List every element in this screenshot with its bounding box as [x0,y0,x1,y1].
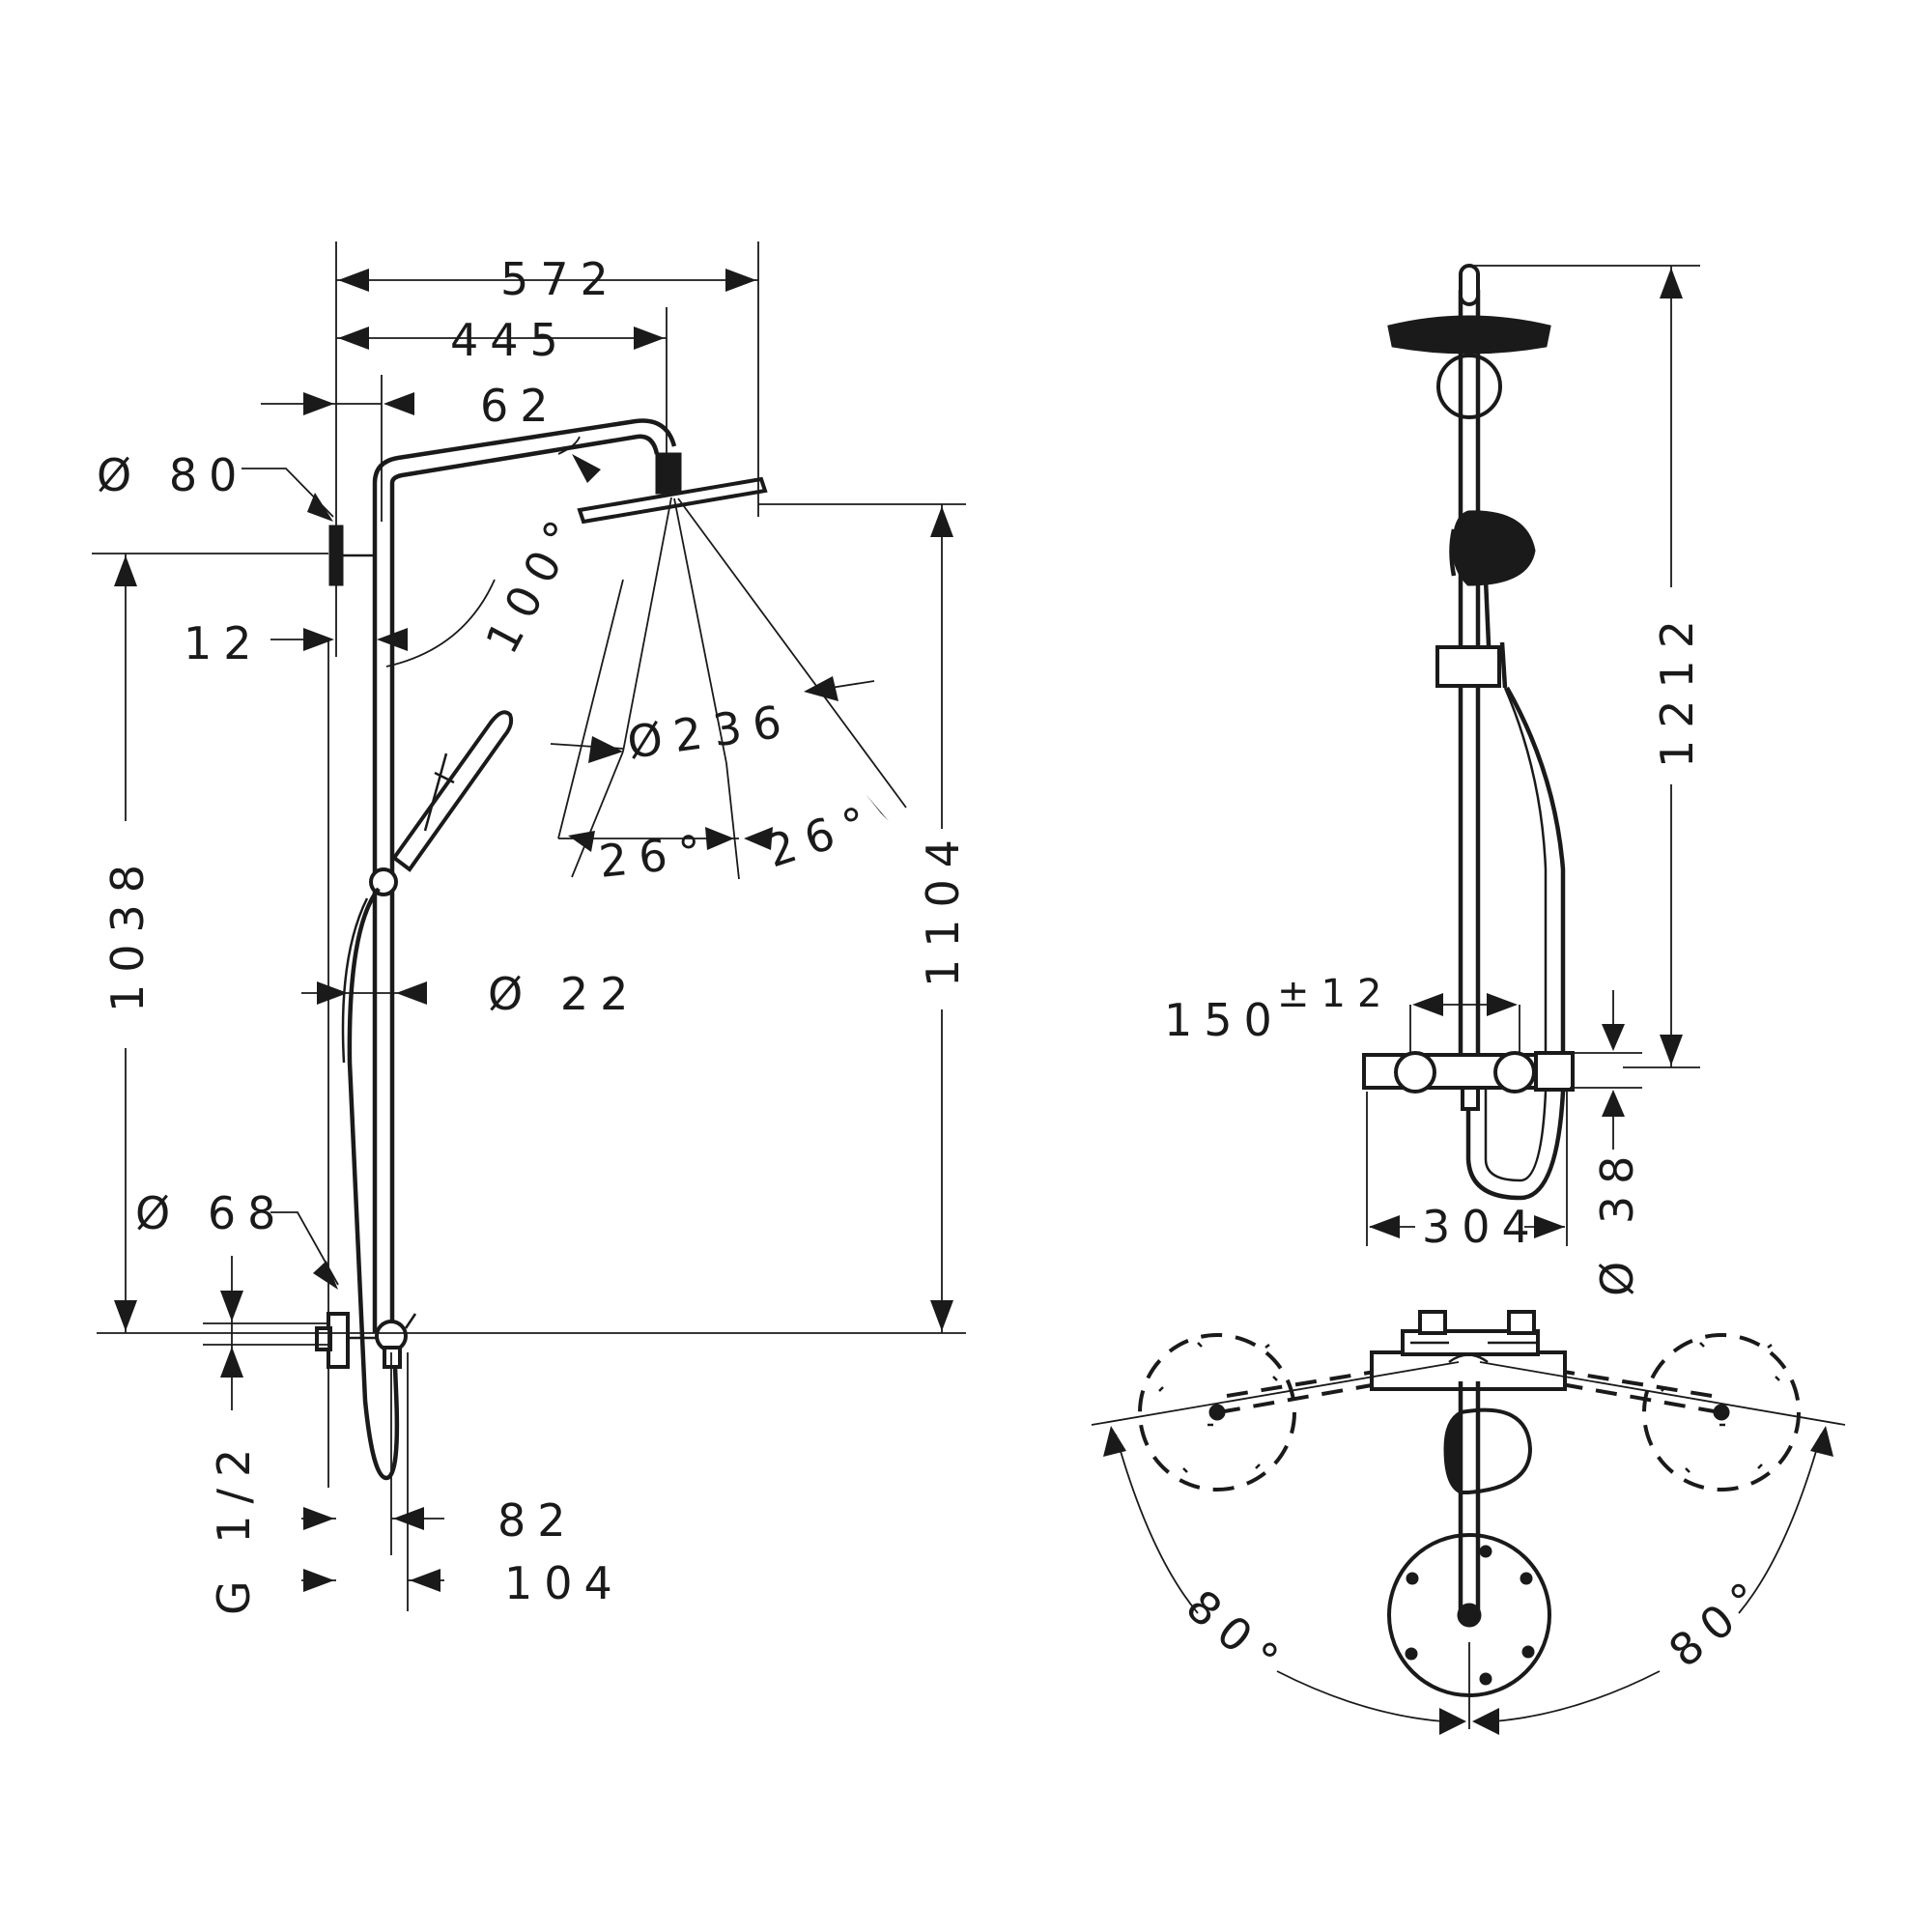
rotated-head-left [1138,1333,1296,1492]
spray-lines [622,497,907,809]
front-arm-ring [1436,354,1502,419]
arrowheads-side [114,269,953,1592]
dim-304: 304 [1422,1201,1542,1253]
dim-pm12: ±12 [1277,972,1393,1016]
top-mixer-body [1370,1350,1567,1391]
top-view [1138,1310,1801,1697]
dim-445: 445 [450,314,570,366]
front-handle-right [1493,1051,1536,1094]
dimension-lines-side [92,242,966,1611]
dim-1104: 1104 [917,828,969,987]
side-view [315,418,907,1481]
front-slider [1435,645,1501,688]
dim-1212: 1212 [1651,609,1703,768]
dim-572: 572 [500,253,620,305]
rotated-head-right [1642,1333,1801,1492]
dim-12: 12 [184,617,264,669]
dim-phi-80: Ø 80 [97,449,248,501]
dim-phi-236: Ø236 [624,694,796,768]
dim-g-1-2: G 1/2 [208,1437,260,1615]
front-hand-shower [1452,510,1536,586]
front-view [1362,264,1575,1201]
dim-26-left: 26° [597,824,716,888]
dimension-labels-front: 1212 150 ±12 304 Ø 38 [1164,609,1703,1296]
front-handle-left [1394,1051,1436,1094]
arrowheads-front [1369,268,1683,1238]
dim-phi-38: Ø 38 [1591,1145,1643,1296]
dimension-labels-side: 572 445 62 Ø 80 12 100° Ø236 26° 26° 103… [97,253,969,1615]
hose [347,887,400,1481]
dim-phi-22: Ø 22 [488,968,639,1020]
dim-104: 104 [504,1557,624,1609]
dimension-lines-front [1366,265,1700,1246]
hand-shower [391,710,514,872]
front-hose [1465,686,1566,1201]
overhead-shower-head [577,476,768,525]
dim-150: 150 [1164,994,1284,1046]
dim-1038: 1038 [101,853,154,1012]
dim-80-left: 80° [1177,1579,1297,1692]
dim-62: 62 [480,380,560,432]
front-overhead-head [1387,315,1551,355]
dim-26-right: 26° [760,793,884,878]
top-arm [1458,1381,1481,1613]
head-joint [655,452,682,495]
top-hand-shower [1460,1407,1533,1494]
dim-82: 82 [497,1494,578,1547]
dim-phi-68: Ø 68 [135,1187,287,1239]
